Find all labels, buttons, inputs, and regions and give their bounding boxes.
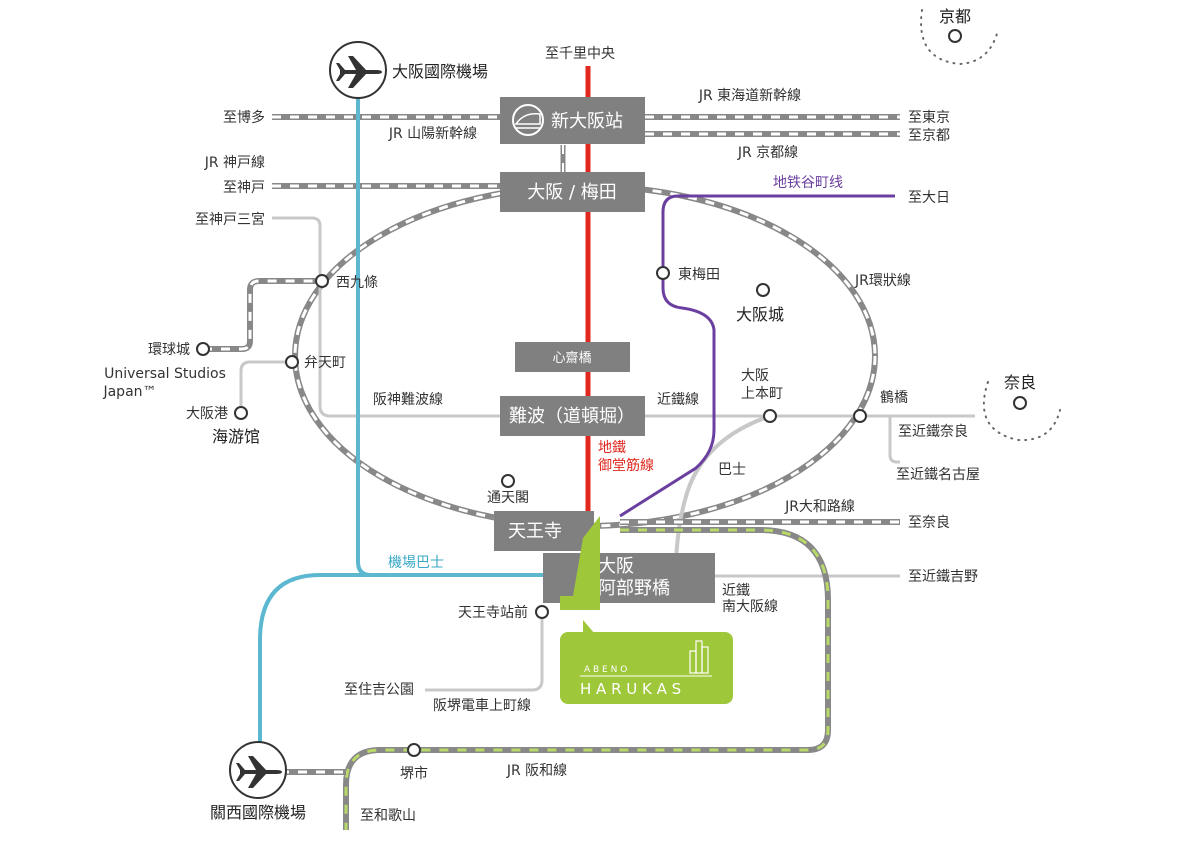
airplane-icon bbox=[336, 56, 382, 88]
tsuruhashi-marker bbox=[853, 409, 867, 423]
higashi-umeda-label: 東梅田 bbox=[678, 267, 720, 283]
dest-kobe: 至神戸 bbox=[223, 180, 265, 196]
kyoto-marker bbox=[948, 29, 962, 43]
station-shinsaibashi[interactable]: 心齋橋 bbox=[515, 342, 630, 372]
yamatoji-line-label: JR大和路線 bbox=[784, 499, 855, 515]
station-shin-osaka[interactable]: 新大阪站 bbox=[500, 97, 645, 144]
usj-label-2: Universal Studios bbox=[104, 366, 226, 382]
nara-label: 奈良 bbox=[1004, 373, 1036, 392]
dest-kobe-sannomiya: 至神戸三宮 bbox=[195, 212, 265, 228]
station-namba[interactable]: 難波（道頓堀） bbox=[500, 396, 645, 436]
uehonmachi-label-1: 大阪 bbox=[741, 368, 769, 384]
other-lines bbox=[239, 216, 975, 692]
tokaido-line-label: JR 東海道新幹線 bbox=[698, 87, 801, 104]
dest-hakata: 至博多 bbox=[223, 109, 265, 126]
harukas-tower-icon bbox=[560, 516, 600, 610]
dest-kintetsu-nara: 至近鐵奈良 bbox=[898, 423, 968, 440]
kintetsu-minami-label-1: 近鐵 bbox=[722, 582, 750, 599]
aquarium-marker bbox=[234, 406, 248, 420]
nara-marker bbox=[1013, 396, 1027, 410]
tennoji-ekimae-label: 天王寺站前 bbox=[458, 604, 528, 621]
dest-sumiyoshi: 至住吉公園 bbox=[344, 682, 414, 698]
tsutenkaku-marker bbox=[501, 474, 515, 488]
tanimachi-line bbox=[619, 194, 895, 518]
dest-kintetsu-yoshino: 至近鐵吉野 bbox=[908, 568, 978, 585]
sakaishi-marker bbox=[407, 743, 421, 757]
station-umeda-label: 大阪 / 梅田 bbox=[527, 182, 617, 203]
jr-hanwa-line bbox=[280, 527, 831, 830]
bentencho-marker bbox=[285, 355, 299, 369]
tsutenkaku-label: 通天閣 bbox=[487, 490, 529, 506]
usj-marker bbox=[196, 342, 210, 356]
airplane-icon bbox=[236, 756, 282, 788]
sanyo-line-label: JR 山陽新幹線 bbox=[388, 125, 477, 142]
hankai-line-label: 阪堺電車上町線 bbox=[433, 697, 531, 714]
station-tennoji[interactable]: 天王寺 bbox=[494, 511, 594, 551]
harukas-building-icon bbox=[689, 640, 709, 674]
shinkansen-icon bbox=[512, 104, 544, 136]
airport-bus-label: 機場巴士 bbox=[388, 555, 444, 571]
station-namba-label: 難波（道頓堀） bbox=[509, 406, 635, 427]
bentencho-label: 弁天町 bbox=[304, 355, 346, 371]
kansai-airport[interactable]: 關西國際機場 bbox=[210, 741, 306, 822]
aquarium-label-2: 海游馆 bbox=[212, 427, 260, 446]
station-abeno[interactable]: 大阪 阿部野橋 bbox=[543, 553, 715, 603]
aquarium-label-1: 大阪港 bbox=[186, 406, 228, 422]
jr-rail-lines bbox=[203, 114, 900, 525]
dest-kintetsu-nagoya: 至近鐵名古屋 bbox=[896, 466, 980, 483]
harukas-abeno-text: A B E N O bbox=[584, 665, 627, 675]
station-abeno-label-1: 大阪 bbox=[598, 556, 634, 577]
station-shin-osaka-label: 新大阪站 bbox=[551, 111, 623, 132]
nishikujo-label: 西九條 bbox=[336, 275, 378, 291]
itami-airport-label: 大阪國際機場 bbox=[392, 62, 488, 81]
dest-dainichi: 至大日 bbox=[908, 190, 950, 206]
station-umeda[interactable]: 大阪 / 梅田 bbox=[500, 172, 645, 212]
abeno-harukas-logo[interactable]: A B E N O H A R U K A S bbox=[560, 620, 733, 704]
nishikujo-marker bbox=[315, 274, 329, 288]
station-tennoji-label: 天王寺 bbox=[508, 521, 562, 542]
kyoto-label: 京都 bbox=[939, 7, 971, 26]
bus-label: 巴士 bbox=[718, 462, 746, 478]
tennoji-ekimae-marker bbox=[535, 605, 549, 619]
dest-nara: 至奈良 bbox=[908, 515, 950, 531]
tanimachi-line-label: 地铁谷町线 bbox=[773, 175, 843, 191]
tsuruhashi-label: 鶴橋 bbox=[880, 389, 908, 406]
kintetsu-line-label: 近鐵線 bbox=[657, 391, 699, 408]
osaka-castle-label: 大阪城 bbox=[736, 305, 784, 324]
uehonmachi-label-2: 上本町 bbox=[741, 386, 783, 402]
dest-tokyo: 至東京 bbox=[908, 110, 950, 126]
airport-bus-line bbox=[258, 92, 545, 742]
hanwa-line-label: JR 阪和線 bbox=[506, 763, 567, 779]
dest-wakayama: 至和歌山 bbox=[360, 808, 416, 824]
region-arcs bbox=[920, 9, 1061, 442]
dest-senri-chuo: 至千里中央 bbox=[545, 46, 615, 62]
loop-line-label: JR環狀線 bbox=[854, 273, 911, 289]
hanshin-namba-line-label: 阪神難波線 bbox=[373, 392, 443, 408]
midosuji-line-label-1: 地鐵 bbox=[598, 439, 626, 456]
sakaishi-label: 堺市 bbox=[400, 765, 428, 782]
station-shinsaibashi-label: 心齋橋 bbox=[552, 350, 591, 366]
kansai-airport-label: 關西國際機場 bbox=[210, 803, 306, 822]
kyoto-line-label: JR 京都線 bbox=[737, 145, 798, 161]
harukas-main-text: H A R U K A S bbox=[580, 680, 681, 698]
uehonmachi-marker bbox=[763, 409, 777, 423]
midosuji-line-label-2: 御堂筋線 bbox=[598, 457, 654, 474]
stop-markers bbox=[196, 29, 1027, 757]
kintetsu-minami-label-2: 南大阪線 bbox=[722, 599, 778, 615]
station-abeno-label-2: 阿部野橋 bbox=[598, 578, 670, 599]
kobe-line-label: JR 神戸線 bbox=[204, 155, 265, 171]
higashi-umeda-marker bbox=[656, 266, 670, 280]
usj-label-3: Japan™ bbox=[102, 384, 156, 400]
usj-label-1: 環球城 bbox=[148, 342, 190, 358]
itami-airport[interactable]: 大阪國際機場 bbox=[329, 41, 488, 99]
dest-kyoto: 至京都 bbox=[908, 128, 950, 144]
osaka-castle-marker bbox=[756, 283, 770, 297]
